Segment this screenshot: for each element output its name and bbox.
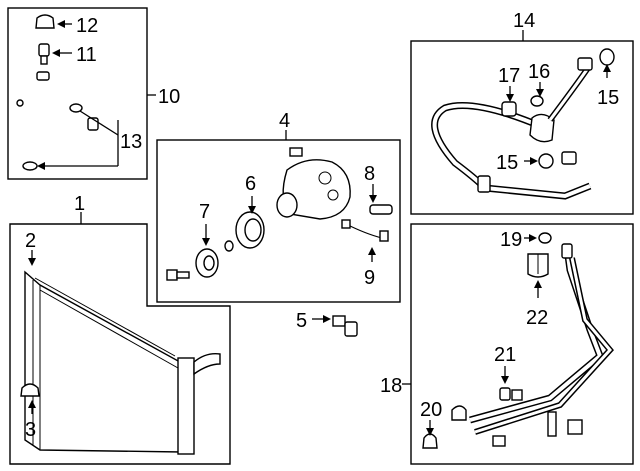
label-20: 20 [420,399,442,421]
part-12-cap [35,14,55,29]
label-13: 13 [120,131,142,153]
part-9-wire [341,219,389,242]
part-21-valve [499,387,511,401]
part-22-drier [527,253,549,278]
label-8: 8 [364,163,375,185]
label-9: 9 [364,267,375,289]
part-18-line [451,243,614,447]
label-21: 21 [494,344,516,366]
part-13-hose [16,71,104,171]
label-5: 5 [296,310,307,332]
arrow-12 [57,20,65,28]
part-14-hose [431,57,593,200]
group-box-10 [7,7,148,180]
label-15-bottom: 15 [496,152,518,174]
part-bolt [166,269,190,281]
group-box-1 [9,223,231,465]
part-5-bolt [332,315,358,337]
group-box-4 [156,139,401,303]
part-4-compressor [276,147,351,220]
part-17-cap [501,101,517,117]
part-15-oring-top [599,48,615,66]
arrow-11 [52,49,60,57]
part-7-clutch-plate [195,240,234,278]
label-14: 14 [513,10,535,32]
label-17: 17 [498,65,520,87]
part-6-pulley [235,211,265,249]
label-11: 11 [76,44,97,66]
label-2: 2 [25,230,36,252]
part-16-valve [530,95,544,107]
label-19: 19 [500,229,522,251]
group-box-18 [410,223,634,465]
label-10: 10 [158,86,180,108]
part-20-cap [422,433,438,449]
label-1: 1 [74,193,85,215]
part-1-condenser [24,270,221,455]
group-box-14 [410,40,634,215]
label-22: 22 [526,307,548,329]
part-8-sensor [369,204,393,215]
label-4: 4 [279,110,290,132]
part-3-cap [20,383,40,397]
label-16: 16 [528,61,550,83]
label-7: 7 [199,201,210,223]
label-3: 3 [25,419,36,441]
label-15-top: 15 [597,87,619,109]
label-12: 12 [76,15,98,37]
part-11-valve [38,43,50,65]
label-6: 6 [245,173,256,195]
label-18: 18 [380,375,402,397]
part-19-oring [538,232,552,244]
part-15-oring-bottom [538,153,554,169]
